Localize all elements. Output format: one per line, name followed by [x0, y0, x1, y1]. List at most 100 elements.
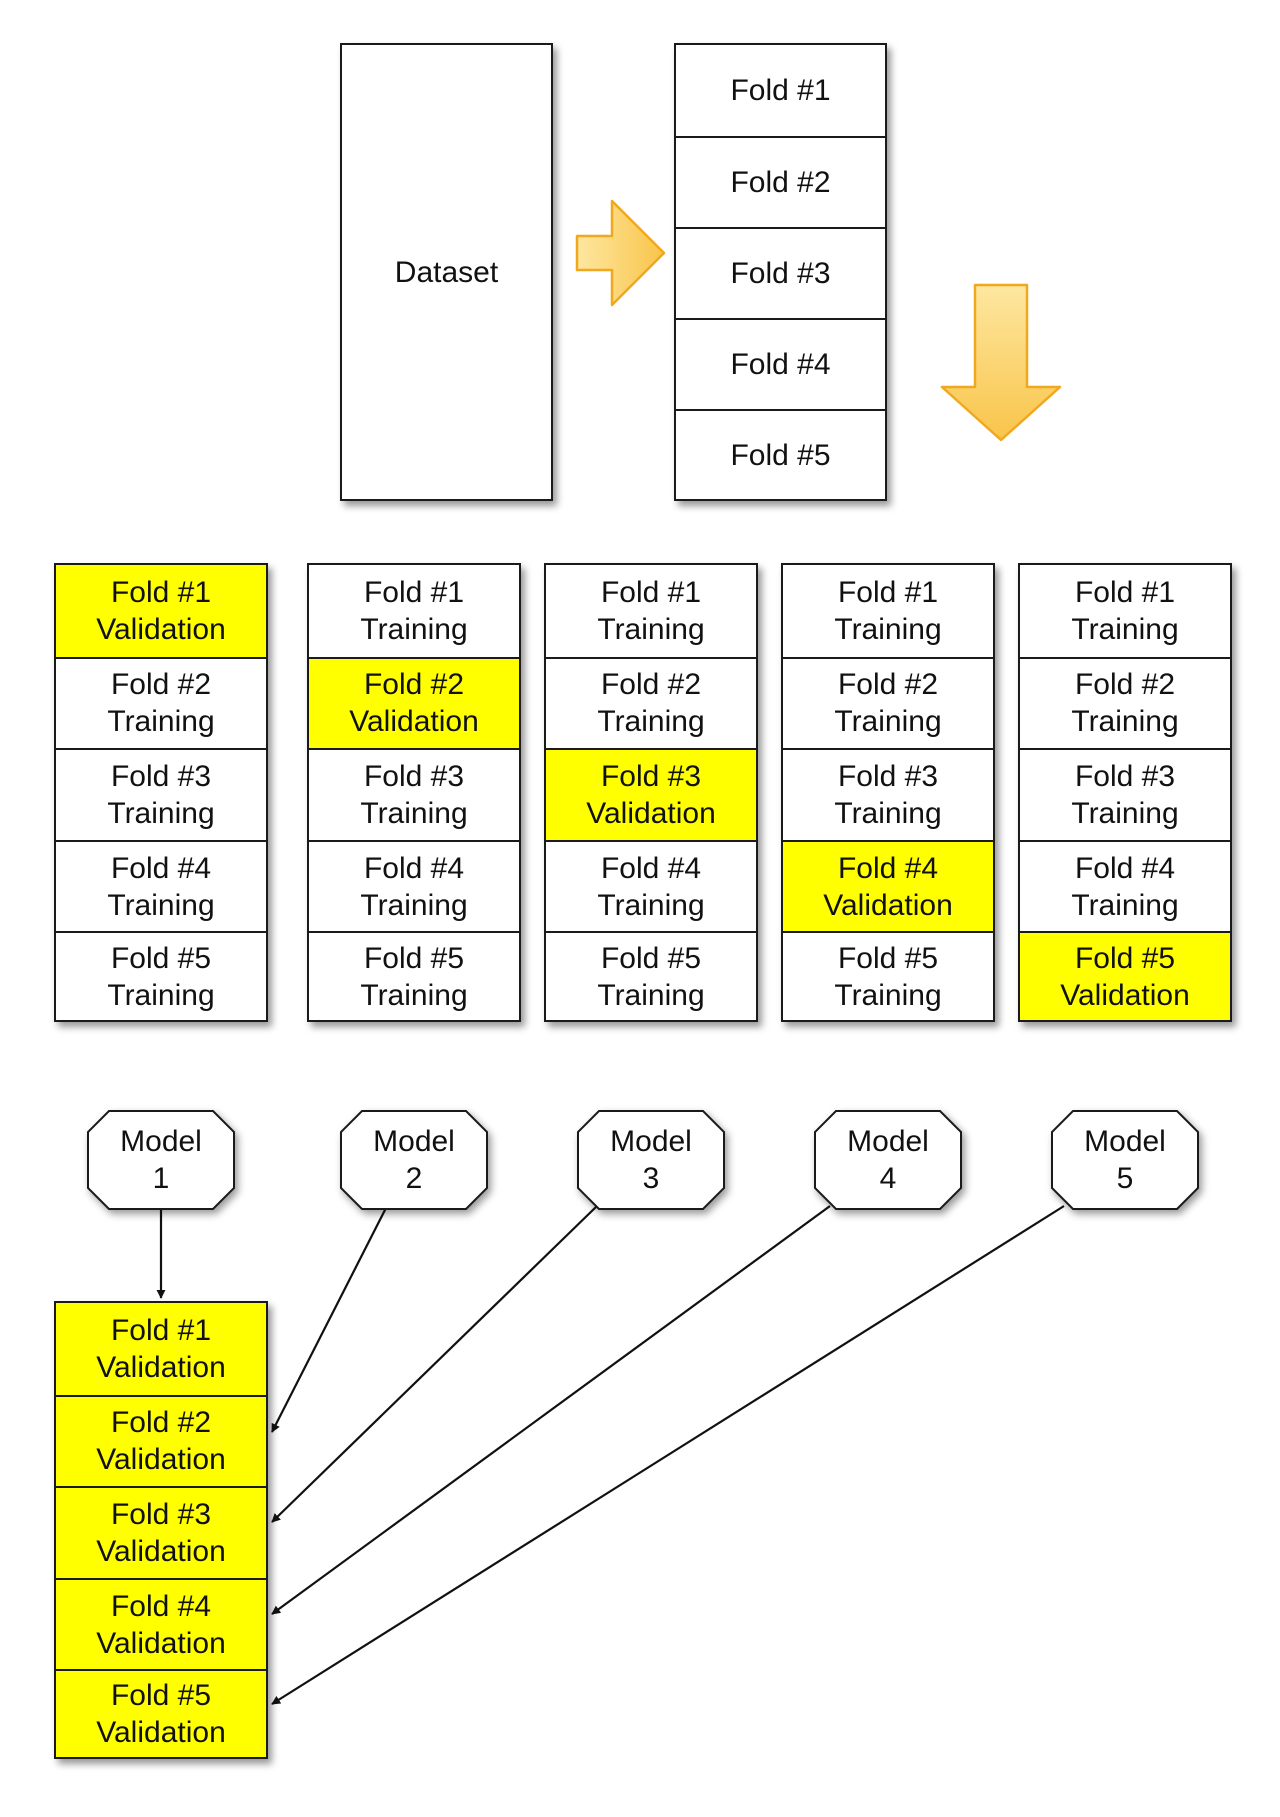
model-word: Model [1084, 1125, 1166, 1158]
role-label: Validation [1060, 978, 1190, 1012]
model-number: 1 [152, 1162, 170, 1195]
fold-label: Fold #3 [837, 759, 939, 793]
role-label: Validation [586, 796, 716, 830]
dataset-label: Dataset [394, 255, 499, 289]
role-label: Training [597, 978, 705, 1012]
connector-model-4 [271, 1205, 831, 1615]
role-label: Validation [96, 1626, 226, 1660]
octagon-shape [340, 1110, 488, 1210]
fold-label: Fold #1 [363, 575, 465, 609]
model-word: Model [610, 1125, 692, 1158]
role-label: Training [107, 978, 215, 1012]
role-label: Validation [96, 1443, 226, 1477]
role-label: Training [360, 888, 468, 922]
role-label: Training [107, 705, 215, 739]
role-label: Training [1071, 705, 1179, 739]
role-label: Validation [823, 888, 953, 922]
role-label: Training [597, 705, 705, 739]
fold-label: Fold #1 [600, 575, 702, 609]
folds-stack: Fold #1 Fold #2 Fold #3 Fold #4 Fold #5 [674, 43, 887, 501]
model-word: Model [373, 1125, 455, 1158]
model-node-2: Model 2 [340, 1110, 488, 1210]
fold-label: Fold #5 [110, 1679, 212, 1713]
fold-label: Fold #4 [837, 851, 939, 885]
model-label: Model 5 [1051, 1110, 1199, 1210]
fold-cell: Fold #1 [676, 45, 885, 136]
model-number: 4 [879, 1162, 897, 1195]
fold-label: Fold #3 [1074, 759, 1176, 793]
role-label: Training [360, 978, 468, 1012]
role-label: Training [834, 612, 942, 646]
fold-cell: Fold #4 [676, 318, 885, 409]
fold-label: Fold #2 [1074, 668, 1176, 702]
role-label: Training [834, 978, 942, 1012]
down-block-arrow-icon [940, 283, 1062, 442]
fold-label: Fold #5 [110, 941, 212, 975]
fold-label: Fold #5 [1074, 941, 1176, 975]
fold-label: Fold #3 [110, 1497, 212, 1531]
octagon-shape [814, 1110, 962, 1210]
model-label: Model 2 [340, 1110, 488, 1210]
fold-label: Fold #5 [837, 941, 939, 975]
fold-label: Fold #4 [110, 851, 212, 885]
fold-label: Fold #1 [110, 1313, 212, 1347]
fold-label: Fold #5 [600, 941, 702, 975]
role-label: Validation [96, 612, 226, 646]
right-block-arrow-icon [575, 199, 666, 307]
role-label: Validation [96, 1350, 226, 1384]
fold-label: Fold #1 [110, 575, 212, 609]
fold-label: Fold #1 [1074, 575, 1176, 609]
model-word: Model [847, 1125, 929, 1158]
role-label: Training [360, 612, 468, 646]
fold-label: Fold #2 [837, 668, 939, 702]
fold-label: Fold #3 [730, 257, 831, 290]
octagon-shape [87, 1110, 235, 1210]
connector-model-5 [271, 1205, 1065, 1705]
octagon-shape [577, 1110, 725, 1210]
role-label: Training [107, 796, 215, 830]
model-node-1: Model 1 [87, 1110, 235, 1210]
fold-label: Fold #3 [363, 759, 465, 793]
fold-label: Fold #4 [363, 851, 465, 885]
fold-label: Fold #1 [837, 575, 939, 609]
octagon-shape [1051, 1110, 1199, 1210]
model-number: 2 [405, 1162, 423, 1195]
model-word: Model [120, 1125, 202, 1158]
fold-label: Fold #2 [363, 668, 465, 702]
model-label: Model 1 [87, 1110, 235, 1210]
role-label: Training [1071, 888, 1179, 922]
fold-label: Fold #4 [600, 851, 702, 885]
role-label: Training [834, 796, 942, 830]
role-label: Validation [96, 1716, 226, 1750]
fold-cell: Fold #5 [676, 409, 885, 499]
fold-label: Fold #2 [600, 668, 702, 702]
fold-cell: Fold #2 [676, 136, 885, 227]
model-number: 5 [1116, 1162, 1134, 1195]
